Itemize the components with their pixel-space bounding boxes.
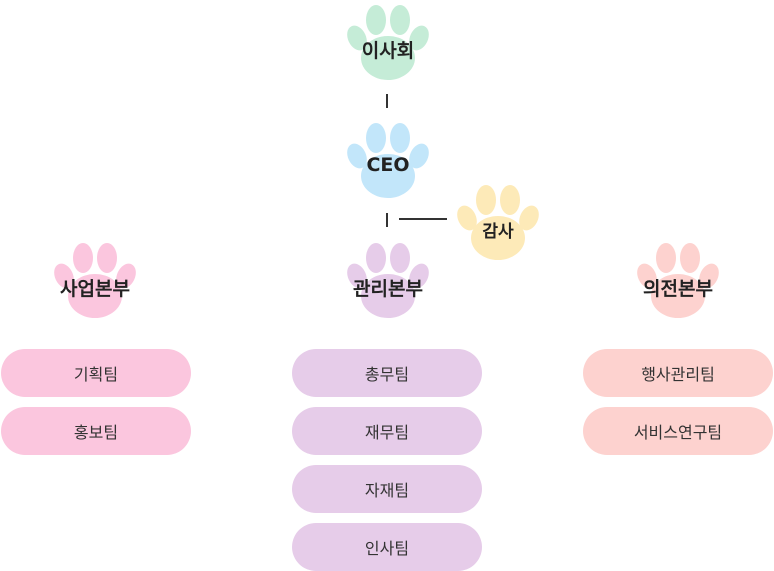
node-ceo: CEO (343, 118, 433, 208)
paw-icon (347, 243, 429, 318)
node-division-business: 사업본부 (50, 238, 140, 328)
team-pill: 총무팀 (292, 349, 482, 397)
team-pill: 행사관리팀 (583, 349, 773, 397)
node-division-protocol: 의전본부 (633, 238, 723, 328)
team-pill: 기획팀 (1, 349, 191, 397)
team-pill: 서비스연구팀 (583, 407, 773, 455)
paw-icon (637, 243, 719, 318)
node-ceo-label: CEO (366, 154, 410, 176)
node-division-label: 관리본부 (353, 278, 423, 300)
node-audit: 감사 (453, 180, 543, 270)
node-division-admin: 관리본부 (343, 238, 433, 328)
connector-board-ceo (386, 94, 388, 108)
node-board: 이사회 (343, 0, 433, 90)
team-pill: 재무팀 (292, 407, 482, 455)
paw-icon (347, 123, 429, 198)
paw-icon (457, 185, 539, 260)
node-division-label: 의전본부 (643, 278, 713, 300)
node-division-label: 사업본부 (60, 278, 130, 300)
team-pill: 인사팀 (292, 523, 482, 571)
node-board-label: 이사회 (361, 40, 415, 62)
paw-icon (347, 5, 429, 80)
connector-ceo-admin (386, 213, 388, 227)
node-audit-label: 감사 (482, 222, 514, 242)
team-pill: 자재팀 (292, 465, 482, 513)
team-pill: 홍보팀 (1, 407, 191, 455)
connector-audit (399, 218, 447, 220)
paw-icon (54, 243, 136, 318)
